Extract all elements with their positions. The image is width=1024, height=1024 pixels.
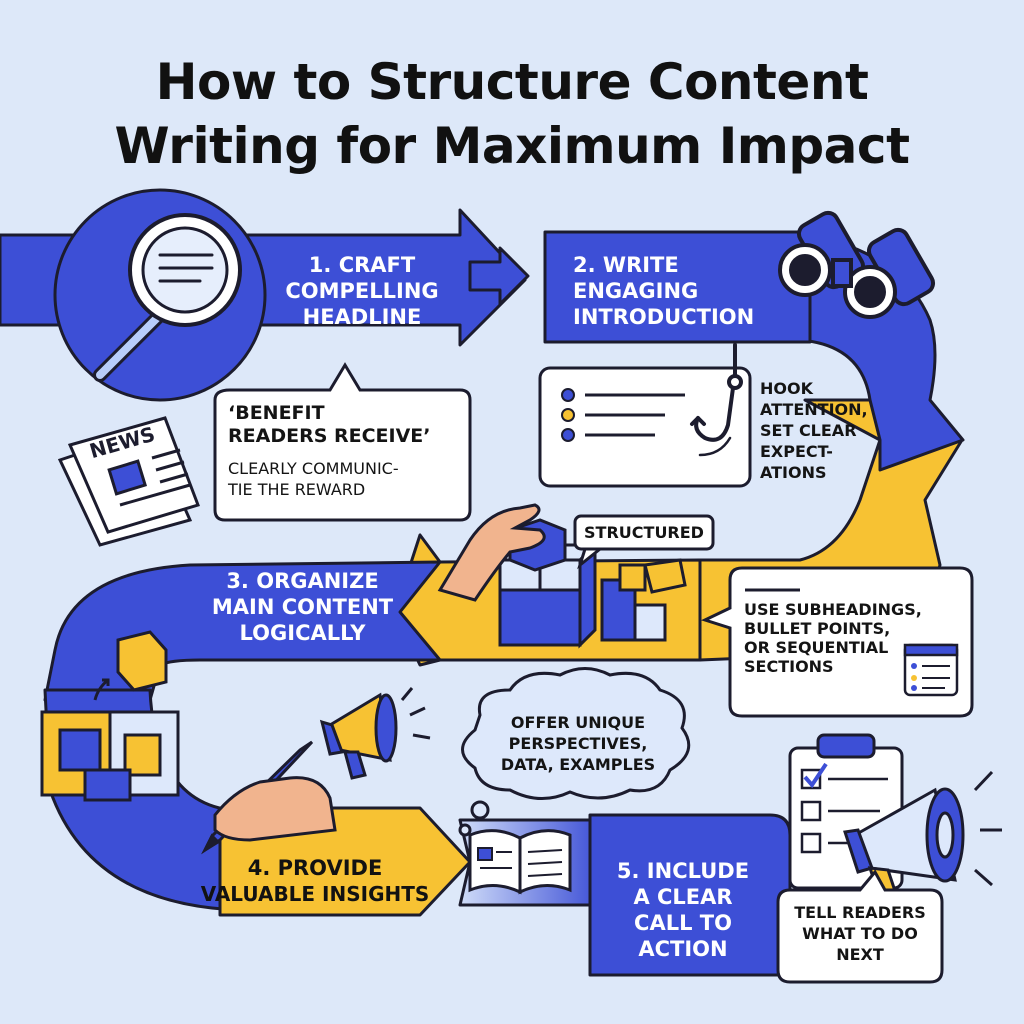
cta-bubble (776, 869, 944, 984)
title-line-1: How to Structure Content (155, 53, 869, 111)
insights-cloud (458, 667, 691, 837)
subheadings-bubble (700, 566, 974, 718)
structured-label: Structured (584, 523, 704, 542)
arrow-1-to-2 (468, 246, 530, 306)
book-icon (468, 829, 572, 895)
hand-icon (437, 503, 546, 602)
magnifier-icon (93, 213, 242, 382)
cta-megaphone-icon (843, 770, 1002, 907)
benefit-note: ‘Benefit Readers Receive’ Clearly Commun… (228, 402, 431, 499)
step-2-label: 2. Write Engaging Introduction (573, 253, 755, 329)
structured-tag (573, 514, 715, 570)
title-line-2: Writing for Maximum Impact (114, 117, 910, 175)
page-title: How to Structure Content Writing for Max… (0, 50, 1024, 178)
benefit-bubble (213, 362, 472, 522)
writing-hand-icon (213, 776, 337, 842)
puzzle-pieces-icon (600, 558, 687, 642)
hook-bubble (538, 366, 752, 488)
subheadings-note: Use Subheadings, Bullet Points, or Seque… (744, 600, 922, 676)
step-5-label: 5. Include A Clear Call to Action (616, 859, 750, 961)
cta-note: Tell Readers What to Do Next (794, 903, 926, 964)
left-puzzle-icon (40, 630, 180, 802)
ribbon-band-2 (543, 230, 812, 344)
megaphone-icon (319, 687, 431, 780)
hook-note: Hook Attention, Set Clear Expect- ations (760, 379, 868, 482)
fishing-hook-icon (690, 343, 743, 457)
newspaper-icon (57, 416, 200, 547)
binoculars-icon (778, 210, 936, 319)
insights-note: Offer Unique Perspectives, Data, Example… (500, 713, 656, 774)
step-3-label: 3. Organize Main Content Logically (211, 569, 394, 645)
step-4-label: 4. Provide Valuable Insights (200, 856, 430, 906)
step-1-label: 1. Craft Compelling Headline (285, 253, 439, 329)
